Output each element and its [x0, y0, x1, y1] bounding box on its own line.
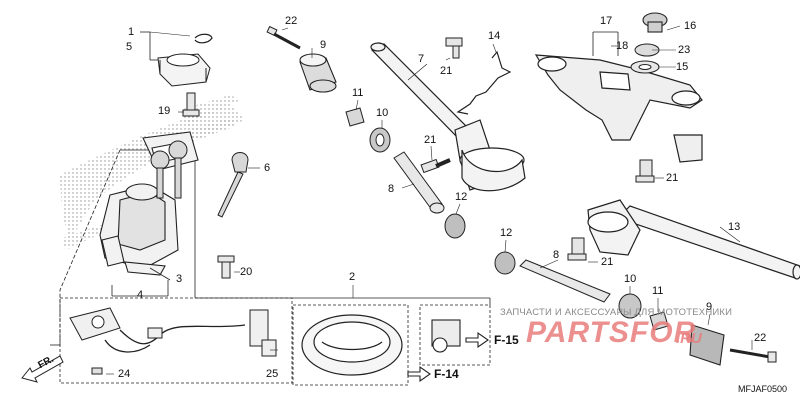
bracket-17	[592, 31, 619, 56]
label-part-6: 6	[264, 162, 271, 174]
part-key-1	[150, 150, 170, 199]
label-part-3: 3	[176, 273, 183, 285]
part-bolt-21b	[420, 158, 451, 174]
part-bolt-22b	[729, 348, 777, 363]
ref-arrows	[407, 331, 489, 383]
label-part-1: 1	[128, 26, 135, 38]
watermark-tagline: ЗАПЧАСТИ И АКСЕССУАРЫ ДЛЯ МОТОТЕХНИКИ	[500, 307, 733, 318]
ref-f15[interactable]: F-15	[494, 333, 519, 347]
label-part-8b: 8	[553, 249, 560, 261]
part-rod-8a	[393, 151, 445, 214]
part-bracket-14	[456, 50, 512, 115]
bracket-3-4	[111, 267, 171, 297]
label-part-22a: 22	[285, 15, 298, 27]
watermark-brand: PARTSFOR	[526, 316, 697, 349]
part-washer-15	[630, 60, 660, 74]
diagram-code: MFJAF0500	[738, 384, 788, 394]
part-screw-24	[91, 367, 103, 375]
label-part-21c: 21	[666, 172, 679, 184]
label-part-9a: 9	[320, 39, 327, 51]
label-part-25: 25	[266, 368, 279, 380]
part-bolt-20	[217, 255, 235, 279]
label-part-19: 19	[158, 105, 171, 117]
part-harness	[69, 307, 277, 357]
part-bolt-22a	[266, 25, 301, 50]
label-part-11a: 11	[352, 87, 364, 99]
label-part-22b: 22	[754, 332, 767, 344]
label-part-13: 13	[728, 221, 741, 233]
label-part-5: 5	[126, 41, 133, 53]
watermark-domain: .RU	[676, 330, 702, 347]
part-rubber-12b	[494, 251, 516, 275]
part-steering-nut	[157, 53, 211, 87]
label-part-12a: 12	[455, 191, 468, 203]
part-circlip	[194, 33, 213, 44]
part-bolt-21a	[445, 37, 463, 59]
part-rod-8b	[519, 259, 611, 303]
label-part-10a: 10	[376, 107, 389, 119]
part-key-2	[168, 140, 188, 199]
part-bar-end-9a	[299, 53, 337, 93]
label-part-11b: 11	[652, 285, 664, 297]
label-part-10b: 10	[624, 273, 637, 285]
label-part-21d: 21	[601, 256, 614, 268]
part-rubber-12a	[444, 213, 466, 239]
part-lock-cylinder	[431, 319, 461, 353]
label-part-24: 24	[118, 368, 131, 380]
part-clip-11b	[649, 311, 669, 331]
part-cap-16	[642, 12, 668, 33]
label-part-7: 7	[418, 53, 425, 65]
part-handlebar-left	[370, 42, 526, 192]
front-direction-arrow	[21, 355, 64, 383]
part-clip-11a	[345, 107, 365, 127]
label-part-17: 17	[600, 15, 613, 27]
label-part-12b: 12	[500, 227, 513, 239]
part-top-bridge	[534, 54, 703, 163]
part-bolt-21d	[567, 237, 587, 261]
label-part-14: 14	[488, 30, 501, 42]
part-handlebar-right	[587, 199, 800, 280]
part-bolt-21c	[635, 159, 655, 183]
label-part-21a: 21	[440, 65, 453, 77]
part-bolt-19	[182, 92, 200, 117]
part-key-6	[217, 152, 249, 218]
part-cover	[301, 314, 403, 376]
label-part-8a: 8	[388, 183, 395, 195]
label-part-9b: 9	[706, 301, 713, 313]
label-part-16: 16	[684, 20, 697, 32]
label-part-18: 18	[616, 40, 629, 52]
label-part-2: 2	[349, 271, 356, 283]
label-part-21b: 21	[424, 134, 437, 146]
part-bar-end-9b	[689, 324, 725, 366]
label-part-20: 20	[240, 266, 253, 278]
label-part-23: 23	[678, 44, 691, 56]
frame-silhouette	[60, 95, 245, 250]
part-weight-10a	[369, 127, 391, 153]
label-part-4: 4	[137, 289, 144, 301]
label-part-15: 15	[676, 61, 689, 73]
leader-lines	[106, 25, 753, 375]
ref-f14[interactable]: F-14	[434, 367, 459, 381]
